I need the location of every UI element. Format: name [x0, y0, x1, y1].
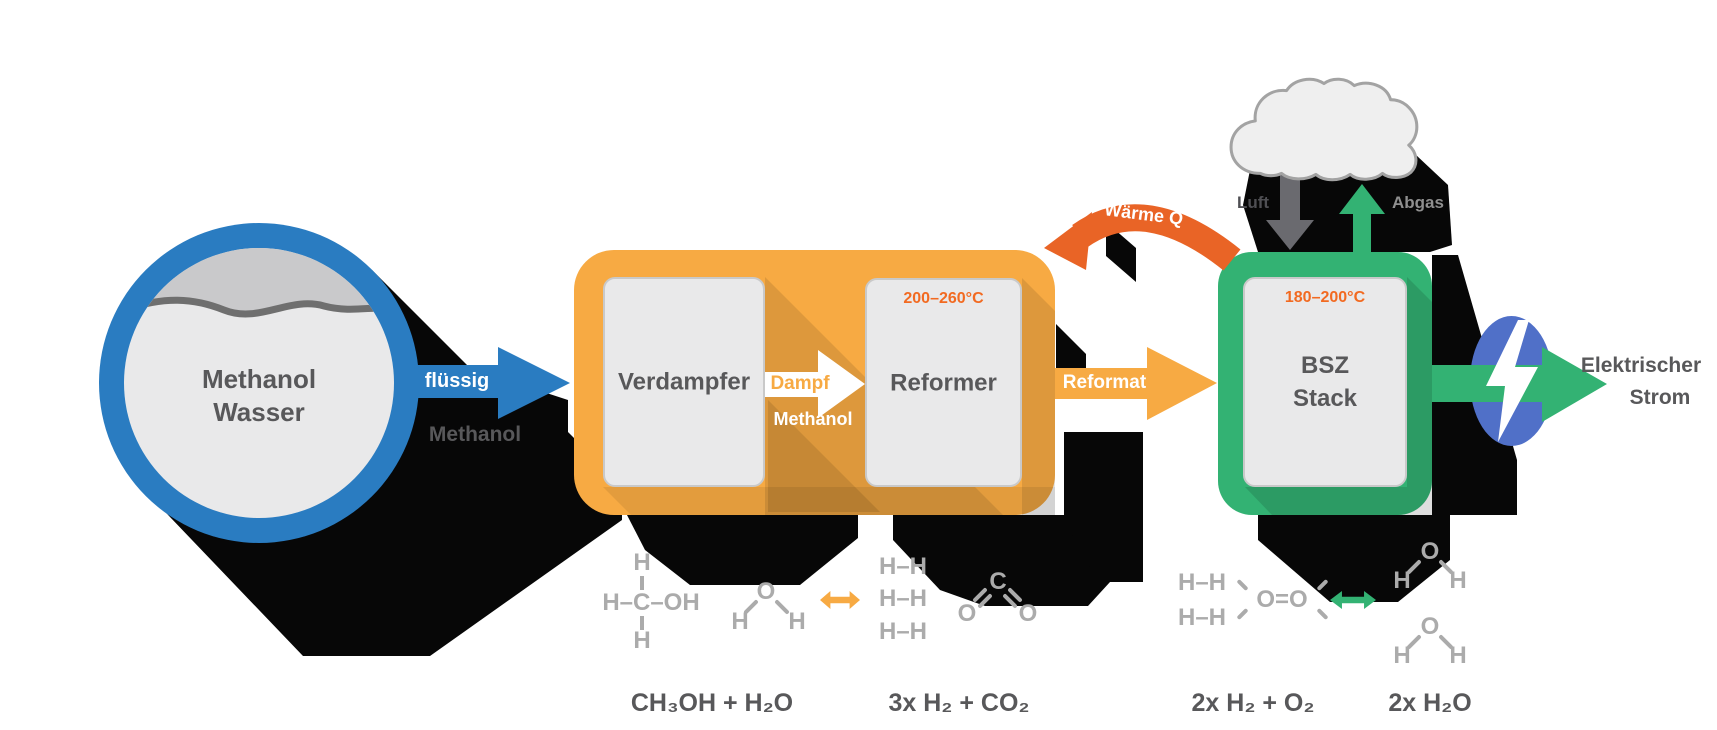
bsz-side-wedge [1407, 277, 1432, 487]
orange-box-shadow-left [627, 515, 858, 585]
reaction-arrow-right [1330, 591, 1376, 609]
steam-arrow-label: Dampf [770, 373, 830, 394]
orange-box-shadow-right [893, 515, 1132, 606]
co2-o-right: O [1018, 600, 1038, 627]
output-label-line1: Elektrischer [1580, 354, 1702, 377]
methanol-bond-bottom [640, 616, 644, 630]
exhaust-label: Abgas [1392, 193, 1444, 212]
heat-arrowhead [1044, 212, 1092, 270]
evaporator-label: Verdampfer [617, 368, 751, 396]
cloud-icon [1229, 77, 1419, 182]
green-bottom-wedge [1245, 487, 1432, 515]
methanol-h-top: H [633, 549, 651, 576]
methanol-bond-top [640, 576, 644, 590]
bolt-shape [1486, 320, 1538, 442]
orange-bottom-wedge [603, 487, 1055, 515]
formula-products-right: 2x H₂O [1388, 689, 1472, 717]
tank-label: Methanol Wasser [99, 363, 419, 429]
reformat-arrow-label: Reformat [1062, 372, 1147, 393]
formula-products-left: 3x H₂ + CO₂ [888, 689, 1030, 717]
h2-molecule: H–H [878, 585, 927, 612]
steam-arrow-wedge [768, 400, 880, 512]
reformer-panel: 200–260°C Reformer [865, 278, 1022, 487]
methanol-h-bottom: H [633, 627, 651, 654]
evaporator-panel: Verdampfer [603, 277, 765, 487]
fuel-cell-stack-panel: 180–200°C BSZ Stack [1243, 277, 1407, 487]
reaction-arrow-left [820, 591, 860, 609]
feed-arrow-sublabel: Methanol [428, 423, 522, 446]
heat-arc [1072, 204, 1241, 271]
methanol-backbone: H–C–OH [602, 589, 700, 616]
tank-label-line1: Methanol [201, 364, 317, 394]
reformer-wedge [1022, 278, 1055, 515]
co2-c: C [989, 568, 1007, 595]
heat-feedback-arrow: Wärme Q [1044, 199, 1241, 271]
water-product2-h1: H [1393, 642, 1411, 669]
liquid-wave-line [124, 296, 394, 318]
steam-arrow-sublabel: Methanol [773, 409, 853, 429]
feed-arrow-label: flüssig [424, 370, 490, 392]
lightning-bolt-icon [1486, 320, 1538, 442]
water-left-h2: H [788, 608, 806, 635]
heat-arrow-shadow [1106, 222, 1136, 282]
reformer-temperature: 200–260°C [903, 290, 984, 307]
o2-molecule: O=O [1256, 586, 1308, 613]
h2-molecule: H–H [1177, 604, 1226, 631]
fuel-cell-label-line2: Stack [1292, 385, 1358, 412]
water-product1-h2: H [1449, 567, 1467, 594]
water-product1-h1: H [1393, 567, 1411, 594]
h2-molecule: H–H [1177, 569, 1226, 596]
water-left-o: O [756, 578, 776, 605]
air-inlet-label: Luft [1236, 193, 1270, 212]
green-box-shadow-bottom [1258, 515, 1450, 602]
box-notch-shadow [1056, 324, 1086, 368]
formula-educts-right: 2x H₂ + O₂ [1191, 689, 1315, 717]
co2-o-left: O [957, 600, 977, 627]
cloud-shape [1229, 77, 1419, 182]
water-product2-h2: H [1449, 642, 1467, 669]
water-product1-o: O [1420, 538, 1440, 565]
output-label-line2: Strom [1629, 386, 1691, 409]
fuel-cell-temperature: 180–200°C [1284, 289, 1366, 306]
tank-label-line2: Wasser [213, 397, 305, 427]
reformer-label: Reformer [890, 369, 997, 396]
fuel-cell-label: BSZ Stack [1245, 349, 1405, 415]
h2-molecule: H–H [878, 553, 927, 580]
formula-educts-left: CH₃OH + H₂O [630, 689, 794, 717]
h2-molecule: H–H [878, 618, 927, 645]
water-left-h1: H [731, 608, 749, 635]
fuel-cell-label-line1: BSZ [1301, 352, 1349, 379]
water-product2-o: O [1420, 613, 1440, 640]
reformat-arrow-shadow [1064, 432, 1143, 582]
